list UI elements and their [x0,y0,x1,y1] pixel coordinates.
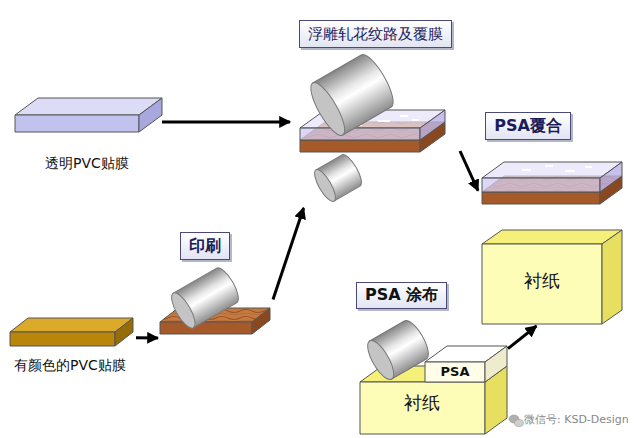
node-label: 透明PVC贴膜 [45,154,129,172]
laminated-film-part [420,110,445,140]
coated-liner-box-part [360,382,485,434]
film-stage: 透明PVC贴膜 [12,96,162,174]
stage-title: PSA覆合 [485,112,571,140]
colored-pvc-film-part [10,332,115,346]
stage-title: 浮雕轧花纹路及覆膜 [299,20,452,48]
colored-pvc-film [10,318,133,346]
watermark: 微信号: KSD-Design [524,413,629,427]
liner-box-part [482,244,602,324]
psa-laminated-film-part [600,162,622,192]
psa-layer [425,346,507,382]
lower-emboss-roller [311,152,365,204]
laminated-film-part [300,140,420,152]
flow-arrow [273,208,304,299]
process-stage: 印刷 [158,230,273,342]
flow-arrow [162,120,290,123]
psa-laminated-film-part [482,162,622,178]
wechat-icon [509,415,524,427]
clear-pvc-film-part [139,98,162,132]
psa-laminated-film [482,162,622,204]
clear-pvc-film-part [15,98,162,115]
print-roller-part [167,290,199,332]
lower-emboss-roller-part [311,167,339,204]
process-stage: 浮雕轧花纹路及覆膜 [290,18,460,208]
process-box: PSA 涂布 [356,282,447,309]
stage-title: PSA 涂布 [365,285,438,306]
clear-pvc-film-part [15,115,139,132]
printed-film-part [160,322,252,334]
psa-layer-part [425,362,485,382]
print-roller [167,265,242,332]
upper-emboss-roller-part [305,79,351,140]
stage-title: 印刷 [180,232,230,260]
upper-emboss-roller [305,51,399,140]
psa-laminated-film-part [482,178,600,192]
colored-pvc-film-part [115,318,133,346]
psa-layer-part [485,346,507,382]
flow-arrow [136,336,158,339]
node-label: 衬纸 [404,392,440,414]
wechat-icon-part [515,420,524,427]
node-label: PSA [441,362,470,382]
process-stage: PSA覆合 [478,110,628,222]
flow-arrow [508,326,536,349]
laminated-film-part [300,128,420,140]
psa-laminated-film-part [482,192,600,204]
printed-film-part [252,308,270,334]
layer-box: PSA [425,362,485,382]
coating-roller-part [363,337,399,383]
node-label: 有颜色的PVC贴膜 [14,356,126,374]
flow-arrow [460,151,478,191]
liner-box-part [482,230,622,244]
liner-box: 衬纸PSA [358,344,508,436]
emboss-marks [522,166,592,171]
film-stage: 有颜色的PVC贴膜 [8,316,136,380]
liner-box: 衬纸 [478,228,624,326]
coating-roller [363,317,433,383]
node-label: 衬纸 [524,270,560,292]
clear-pvc-film [15,98,162,132]
liner-box-part [602,230,622,324]
colored-pvc-film-part [10,318,133,332]
liner-box [482,230,622,324]
